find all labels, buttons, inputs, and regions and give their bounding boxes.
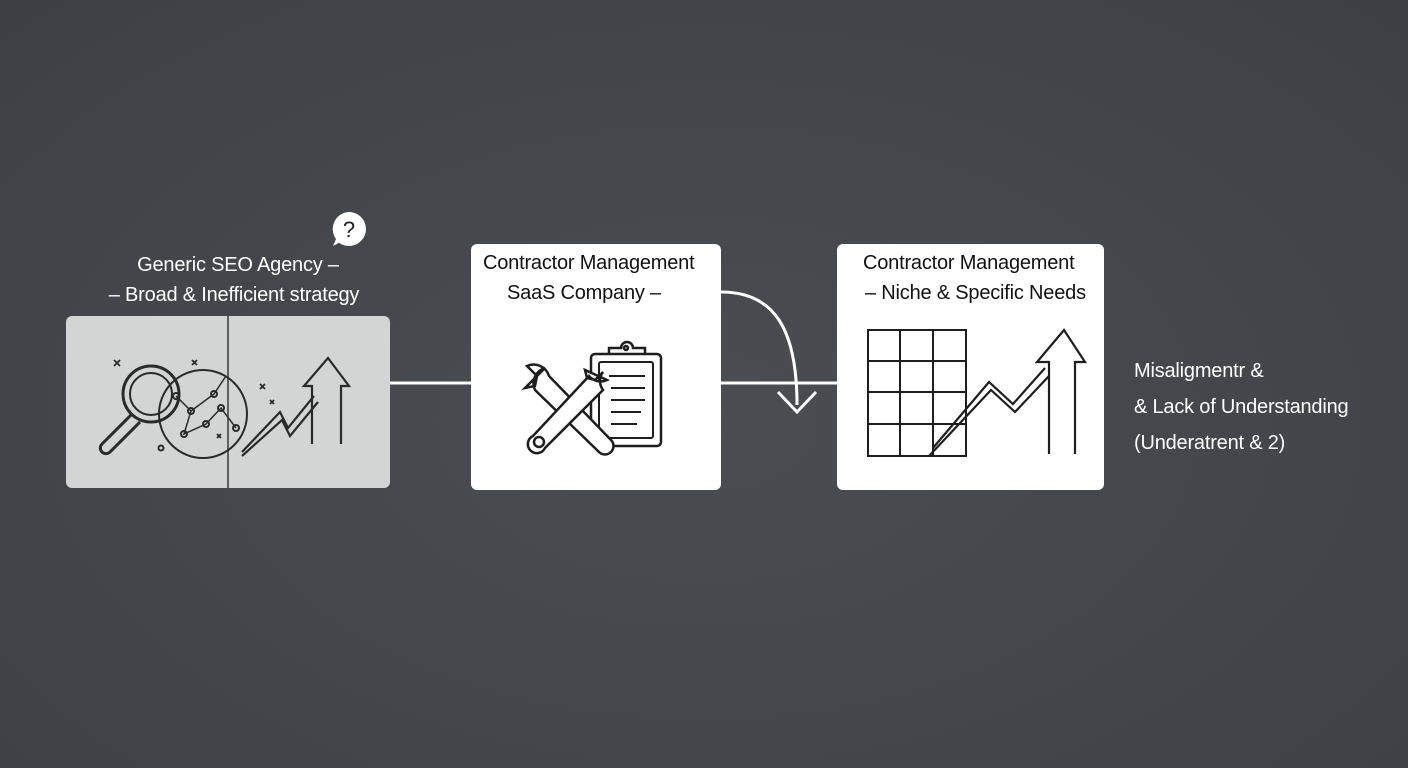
trend-up-arrow-icon xyxy=(241,356,352,457)
magnifier-icon xyxy=(98,364,181,456)
outcome-caption: Misaligmentr & & Lack of Understanding (… xyxy=(1134,353,1349,461)
sparkle-marks xyxy=(113,359,275,439)
question-bubble-icon: ? xyxy=(330,210,368,248)
clipboard-icon xyxy=(589,340,663,448)
stage3-title-line2: – Niche & Specific Needs xyxy=(865,282,1086,304)
generic-agency-card xyxy=(66,316,390,488)
saas-company-card: Contractor Management SaaS Company – xyxy=(471,244,721,490)
question-mark-text: ? xyxy=(343,217,355,242)
stage2-title-line1: Contractor Management xyxy=(483,252,695,274)
grid-table-icon xyxy=(867,329,967,457)
niche-needs-card: Contractor Management – Niche & Specific… xyxy=(837,244,1104,490)
stage1-title-line1: Generic SEO Agency – xyxy=(137,254,339,276)
stage2-title-line2: SaaS Company – xyxy=(507,282,661,304)
saas-illustration xyxy=(521,340,663,456)
stage3-title-line1: Contractor Management xyxy=(863,252,1075,274)
outcome-line3: (Underatrent & 2) xyxy=(1134,432,1286,454)
generic-agency-illustration xyxy=(98,316,352,488)
wrench-icon xyxy=(521,363,615,456)
curved-arrow-connector xyxy=(720,290,818,415)
stage3-caption: Contractor Management – Niche & Specific… xyxy=(863,248,1086,308)
stage1-caption: Generic SEO Agency – – Broad & Inefficie… xyxy=(86,250,382,310)
trend-up-arrow-icon xyxy=(928,328,1088,457)
stage2-caption: Contractor Management SaaS Company – xyxy=(483,248,695,308)
niche-illustration xyxy=(867,328,1088,457)
outcome-line1: Misaligmentr & xyxy=(1134,360,1264,382)
outcome-line2: & Lack of Understanding xyxy=(1134,396,1349,418)
stage1-title-line2: – Broad & Inefficient strategy xyxy=(108,284,360,306)
